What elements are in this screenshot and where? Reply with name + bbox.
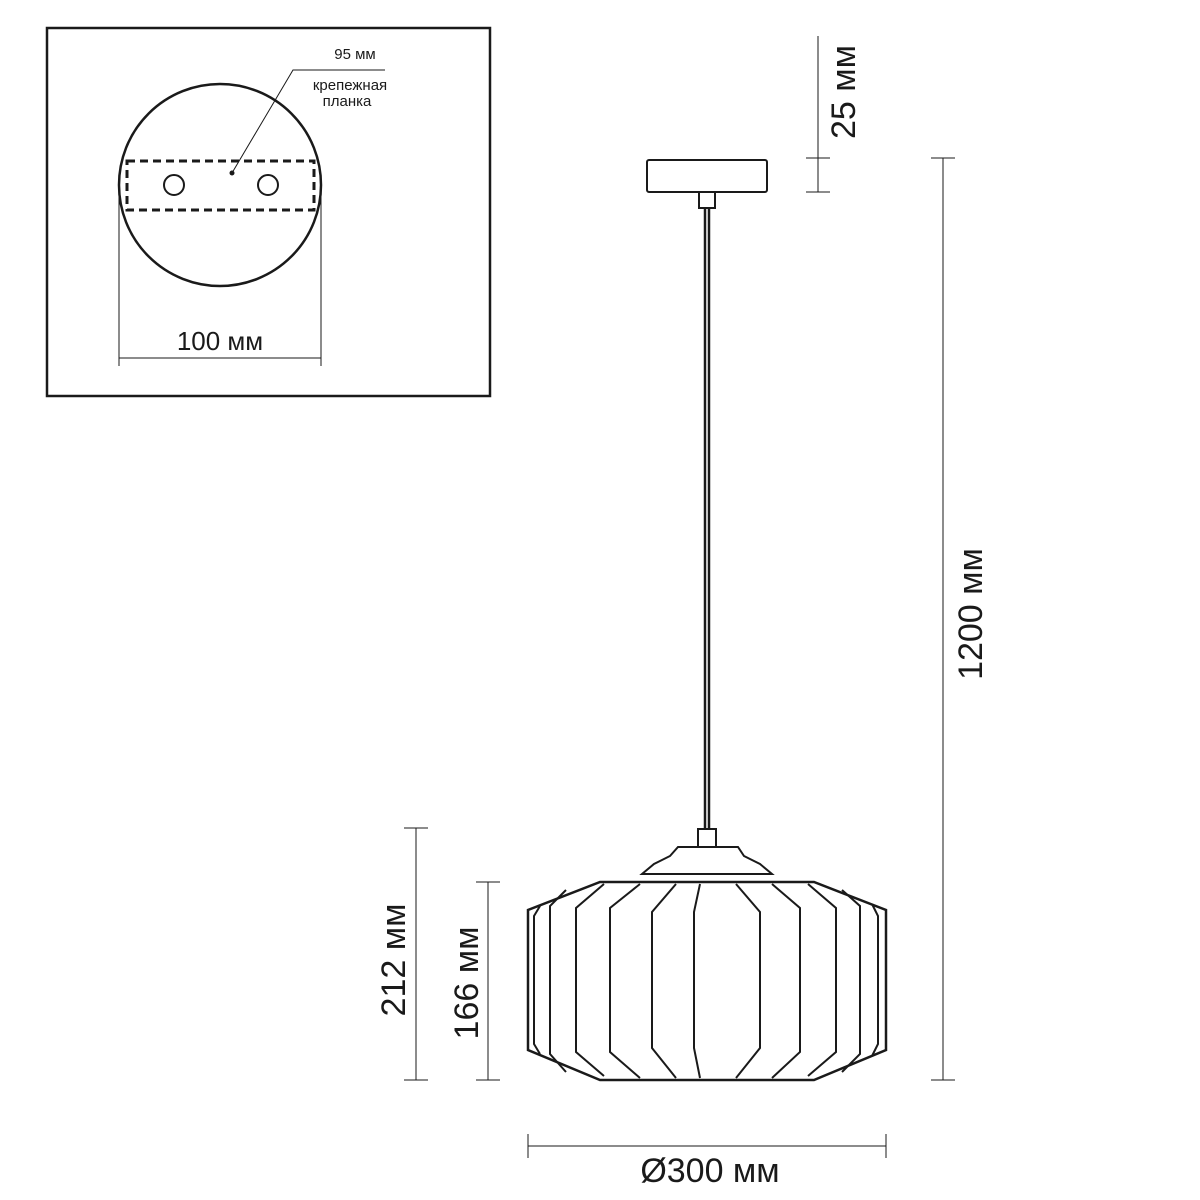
mounting-detail-inset: 95 мм крепежная планка 100 мм [45, 26, 492, 398]
leader-line [231, 69, 385, 174]
shade-total-height-label: 212 мм [375, 904, 413, 1017]
dimensions: 25 мм 1200 мм 212 мм 166 мм [375, 36, 990, 1190]
canopy-diameter-label: 100 мм [177, 326, 263, 356]
shade-diameter-label: Ø300 мм [640, 1152, 779, 1190]
rib-6 [693, 883, 701, 1079]
inset-frame [45, 26, 492, 398]
rib-1 [533, 905, 541, 1055]
plate-name-label-line2: планка [323, 93, 372, 110]
rib-2 [549, 889, 567, 1073]
shade-body-height-label: 166 мм [448, 927, 486, 1040]
shade-ribs [533, 883, 879, 1079]
total-height-label: 1200 мм [952, 548, 990, 680]
ceiling-canopy [646, 159, 768, 193]
shade-body-height-dimension: 166 мм [448, 881, 500, 1081]
shade-outline [526, 880, 888, 1082]
mounting-plate-outline [125, 159, 316, 212]
canopy-top-view [117, 82, 323, 288]
plate-name-label-line1: крепежная [313, 77, 387, 94]
screw-hole-left [163, 174, 185, 196]
rib-7 [735, 883, 761, 1079]
rib-10 [841, 889, 861, 1073]
cord-grip-bottom [697, 828, 717, 848]
shade-diameter-dimension: Ø300 мм [527, 1134, 887, 1190]
rib-11 [871, 903, 879, 1057]
canopy-height-label: 25 мм [825, 45, 863, 139]
rib-9 [807, 883, 837, 1077]
rib-5 [651, 883, 677, 1079]
total-height-dimension: 1200 мм [931, 157, 990, 1081]
rib-3 [575, 883, 605, 1077]
rib-4 [609, 883, 641, 1079]
plate-width-label: 95 мм [334, 46, 375, 63]
screw-hole-right [257, 174, 279, 196]
pendant-lamp [526, 159, 888, 1082]
shade-total-height-dimension: 212 мм [375, 827, 428, 1081]
canopy-height-dimension: 25 мм [806, 36, 863, 193]
cord-grip-top [698, 191, 716, 209]
rib-8 [771, 883, 801, 1079]
shade-cap [639, 846, 775, 875]
